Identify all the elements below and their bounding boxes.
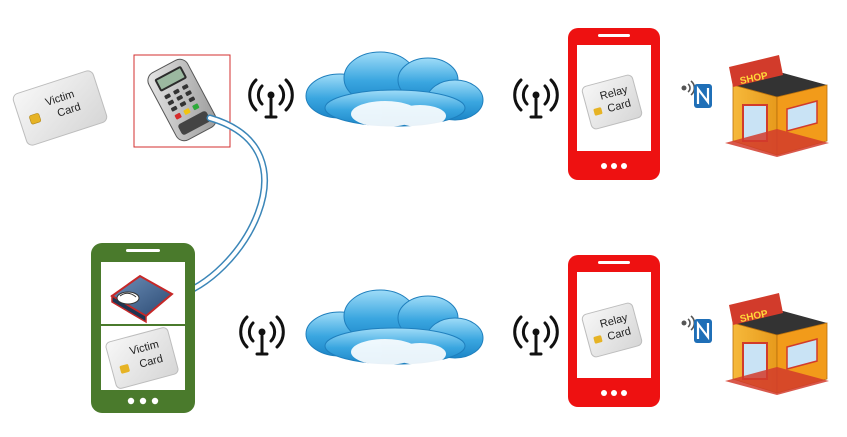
- shop-icon-top: SHOP: [725, 55, 829, 157]
- card-chip-icon: [29, 113, 42, 125]
- nfc-icon-bottom: [681, 315, 712, 343]
- nfc-icon-top: [681, 80, 712, 108]
- antenna-icon-top-left: [248, 78, 294, 119]
- antenna-icon-bottom-right: [513, 315, 559, 356]
- cloud-icon-top: [305, 51, 484, 127]
- victim-card-bottom-line2: Card: [138, 353, 164, 371]
- attacker-phone: Victim Card: [91, 243, 195, 413]
- pos-terminal-icon: [147, 58, 217, 142]
- relay-card-bottom-line2: Card: [606, 325, 632, 343]
- relay-phone-bottom: Relay Card: [568, 255, 660, 407]
- antenna-icon-top-right: [513, 78, 559, 119]
- pos-terminal: [133, 54, 231, 148]
- card-reader-icon: [110, 274, 174, 324]
- victim-card-bottom: Victim Card: [105, 327, 179, 389]
- shop-icon-bottom: SHOP: [725, 293, 829, 395]
- victim-card-top: Victim Card: [12, 70, 108, 146]
- card-chip-icon: [119, 364, 130, 374]
- relay-card-bottom: Relay Card: [581, 302, 643, 358]
- relay-card-top: Relay Card: [581, 74, 643, 130]
- card-chip-icon: [593, 335, 603, 344]
- relay-phone-top: Relay Card: [568, 28, 660, 180]
- cloud-icon-bottom: [305, 289, 484, 365]
- card-chip-icon: [593, 107, 603, 116]
- antenna-icon-bottom-left: [239, 315, 285, 356]
- relay-card-top-line2: Card: [606, 97, 632, 115]
